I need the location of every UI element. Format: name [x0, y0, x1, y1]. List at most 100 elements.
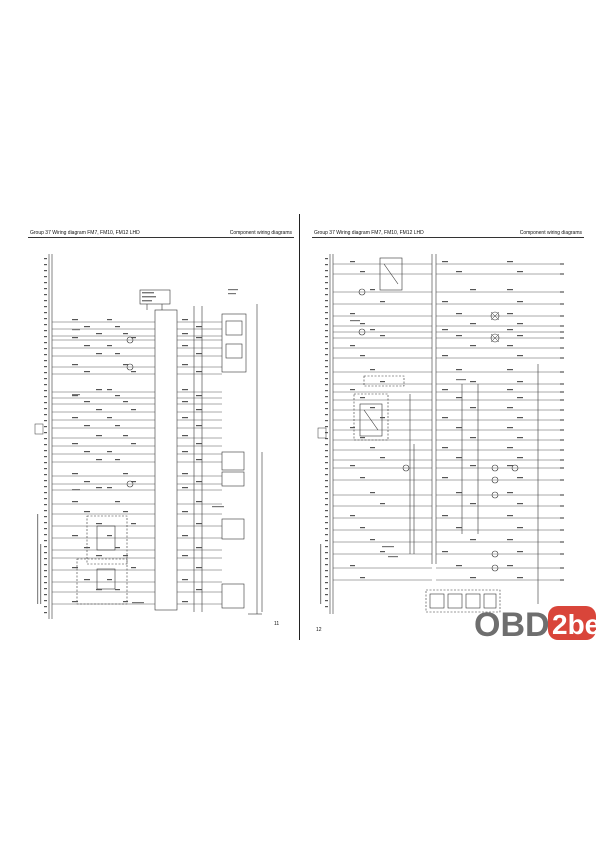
wire-label-mark — [560, 505, 564, 507]
wire-label-mark — [44, 312, 47, 314]
book-spine — [299, 214, 300, 640]
wire-label-mark — [507, 329, 513, 331]
wire-label-mark — [507, 261, 513, 263]
wire-label-mark — [44, 504, 47, 506]
wire-label-mark — [325, 360, 328, 362]
right-page-number: 12 — [316, 627, 322, 633]
wire-label-mark — [456, 565, 462, 567]
wire-label-mark — [115, 547, 120, 549]
wire-label-mark — [560, 263, 564, 265]
wire-label-mark — [560, 325, 564, 327]
wire-label-mark — [325, 600, 328, 602]
wire-label-mark — [44, 420, 47, 422]
wire-label-mark — [380, 457, 385, 459]
wire-label-mark — [182, 319, 188, 321]
wire-label-mark — [560, 419, 564, 421]
wire-label-mark — [560, 429, 564, 431]
left-page-header-rule — [28, 237, 294, 238]
wire-label-mark — [560, 303, 564, 305]
wire-label-mark — [84, 425, 90, 427]
wire-label-mark — [84, 579, 90, 581]
wire-label-mark — [84, 326, 90, 328]
wire-label-mark — [44, 258, 47, 260]
wire-label-mark — [350, 389, 355, 391]
wire-label-mark — [182, 417, 188, 419]
wire-label-mark — [470, 465, 476, 467]
wire-label-mark — [350, 465, 355, 467]
wire-label-mark — [325, 378, 328, 380]
wire-label-mark — [325, 594, 328, 596]
wire-label-mark — [325, 570, 328, 572]
wire-label-mark — [325, 342, 328, 344]
wire-label-mark — [325, 408, 328, 410]
wire-label-mark — [44, 582, 47, 584]
wire-label-mark — [470, 381, 476, 383]
wire-label-mark — [44, 546, 47, 548]
wire-label-mark — [44, 474, 47, 476]
wire-label-mark — [517, 301, 523, 303]
wire-label-mark — [370, 407, 375, 409]
wire-label-mark — [325, 276, 328, 278]
wire-label-mark — [325, 534, 328, 536]
wire-label-mark — [456, 457, 462, 459]
wire-label-mark — [350, 261, 355, 263]
wire-label-mark — [72, 337, 78, 339]
wire-label-mark — [360, 355, 365, 357]
wire-label-mark — [517, 477, 523, 479]
wire-label-mark — [96, 409, 102, 411]
wire-label-mark — [107, 487, 112, 489]
wire-label-mark — [196, 409, 202, 411]
wire-label-mark — [182, 345, 188, 347]
wire-label-mark — [325, 282, 328, 284]
wire-label-mark — [44, 456, 47, 458]
right-wiring-diagram — [317, 254, 564, 614]
wire-label-mark — [84, 547, 90, 549]
wire-label-mark — [325, 564, 328, 566]
wire-label-mark — [517, 323, 523, 325]
wire-label-mark — [107, 319, 112, 321]
wire-label-mark — [44, 600, 47, 602]
wire-label-mark — [123, 601, 128, 603]
wire-label-mark — [325, 288, 328, 290]
wire-label-mark — [115, 395, 120, 397]
wire-label-mark — [325, 366, 328, 368]
wire-label-mark — [131, 371, 136, 373]
wire-label-mark — [44, 510, 47, 512]
wire-label-mark — [44, 294, 47, 296]
wire-label-mark — [44, 606, 47, 608]
wire-label-mark — [115, 326, 120, 328]
wire-label-mark — [370, 289, 375, 291]
wire-label-mark — [44, 486, 47, 488]
wire-label-mark — [123, 333, 128, 335]
wire-label-mark — [72, 601, 78, 603]
wire-label-mark — [72, 535, 78, 537]
wire-label-mark — [196, 459, 202, 461]
wire-label-mark — [507, 369, 513, 371]
wire-label-mark — [560, 291, 564, 293]
wire-label-mark — [560, 371, 564, 373]
wire-label-mark — [182, 451, 188, 453]
wire-label-mark — [131, 567, 136, 569]
wire-label-mark — [325, 414, 328, 416]
logo-text-obd: OBD — [474, 606, 550, 644]
wire-label-mark — [360, 437, 365, 439]
wire-label-mark — [470, 407, 476, 409]
wire-label-mark — [370, 329, 375, 331]
right-page-header-rule — [312, 237, 584, 238]
wire-label-mark — [196, 501, 202, 503]
wire-label-mark — [560, 337, 564, 339]
wire-label-mark — [107, 535, 112, 537]
wire-label-mark — [107, 417, 112, 419]
wire-label-mark — [325, 306, 328, 308]
wire-label-mark — [72, 319, 78, 321]
wire-label-mark — [96, 523, 102, 525]
wire-label-mark — [380, 417, 385, 419]
wire-label-mark — [96, 333, 102, 335]
wire-label-mark — [470, 289, 476, 291]
wire-label-mark — [196, 567, 202, 569]
wire-label-mark — [44, 390, 47, 392]
wire-label-mark — [456, 369, 462, 371]
wire-label-mark — [84, 481, 90, 483]
wire-label-mark — [370, 539, 375, 541]
obd2be-logo: OBD 2be — [474, 606, 598, 644]
